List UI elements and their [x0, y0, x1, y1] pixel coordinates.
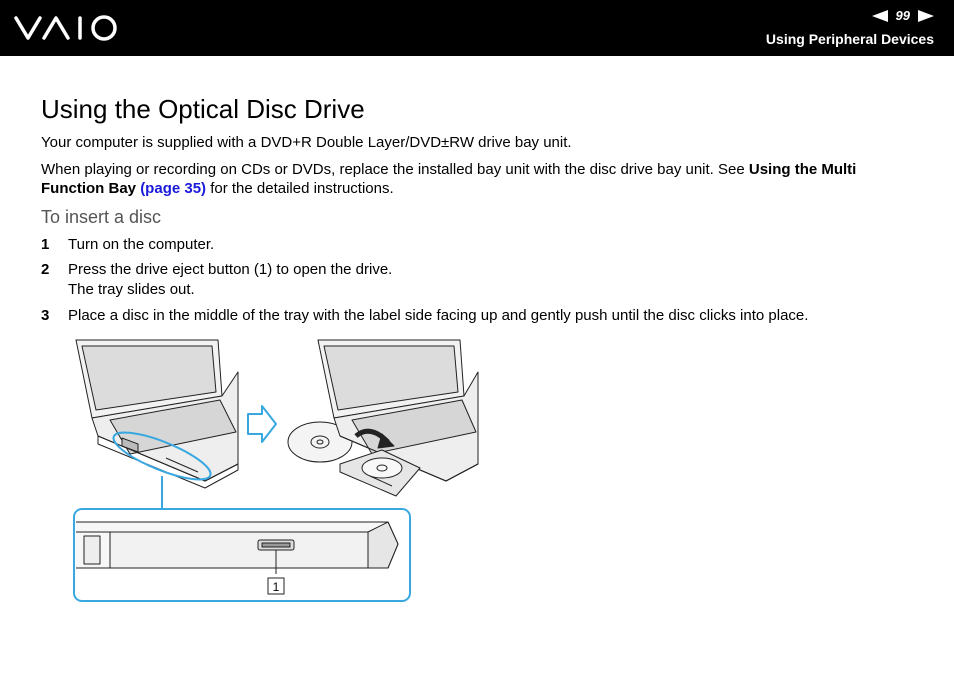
intro-paragraph: Your computer is supplied with a DVD+R D…: [41, 134, 572, 151]
section-title: Using Peripheral Devices: [765, 31, 934, 47]
eject-button-callout-box: [267, 577, 285, 595]
subheading-insert-disc: To insert a disc: [41, 207, 162, 227]
laptop-closed-tray-image: [75, 339, 239, 489]
step-text: Turn on the computer.: [68, 236, 215, 253]
step-text: Place a disc in the middle of the tray w…: [68, 307, 809, 324]
page-navigator: 99: [871, 8, 934, 23]
laptop-open-tray-image: [317, 339, 479, 497]
previous-page-arrow-icon[interactable]: [871, 9, 888, 22]
drive-front-closeup: [73, 508, 411, 602]
paragraph-text-end: for the detailed instructions.: [206, 180, 394, 197]
right-arrow-icon: [247, 405, 277, 443]
step-number: 1: [41, 236, 50, 253]
callout-number-1: 1: [273, 580, 280, 594]
header-bar: 99 Using Peripheral Devices: [0, 0, 954, 56]
page-35-link[interactable]: (page 35): [140, 180, 207, 197]
step-number: 3: [41, 307, 50, 324]
page-title: Using the Optical Disc Drive: [41, 94, 365, 124]
step-text-continued: The tray slides out.: [68, 281, 195, 298]
page-number: 99: [895, 8, 910, 23]
step-text: Press the drive eject button (1) to open…: [68, 261, 393, 278]
drive-callout-circle: [112, 431, 212, 481]
next-page-arrow-icon[interactable]: [918, 9, 934, 22]
multi-function-bay-reference: Using the Multi Function Bay: [41, 161, 857, 197]
step-number: 2: [41, 261, 50, 278]
disc-insertion-illustration: 1: [73, 339, 479, 602]
paragraph-text: When playing or recording on CDs or DVDs…: [41, 161, 749, 178]
bay-unit-paragraph: When playing or recording on CDs or DVDs…: [41, 160, 921, 198]
disc-image: [287, 421, 353, 463]
vaio-logo: [14, 15, 117, 41]
